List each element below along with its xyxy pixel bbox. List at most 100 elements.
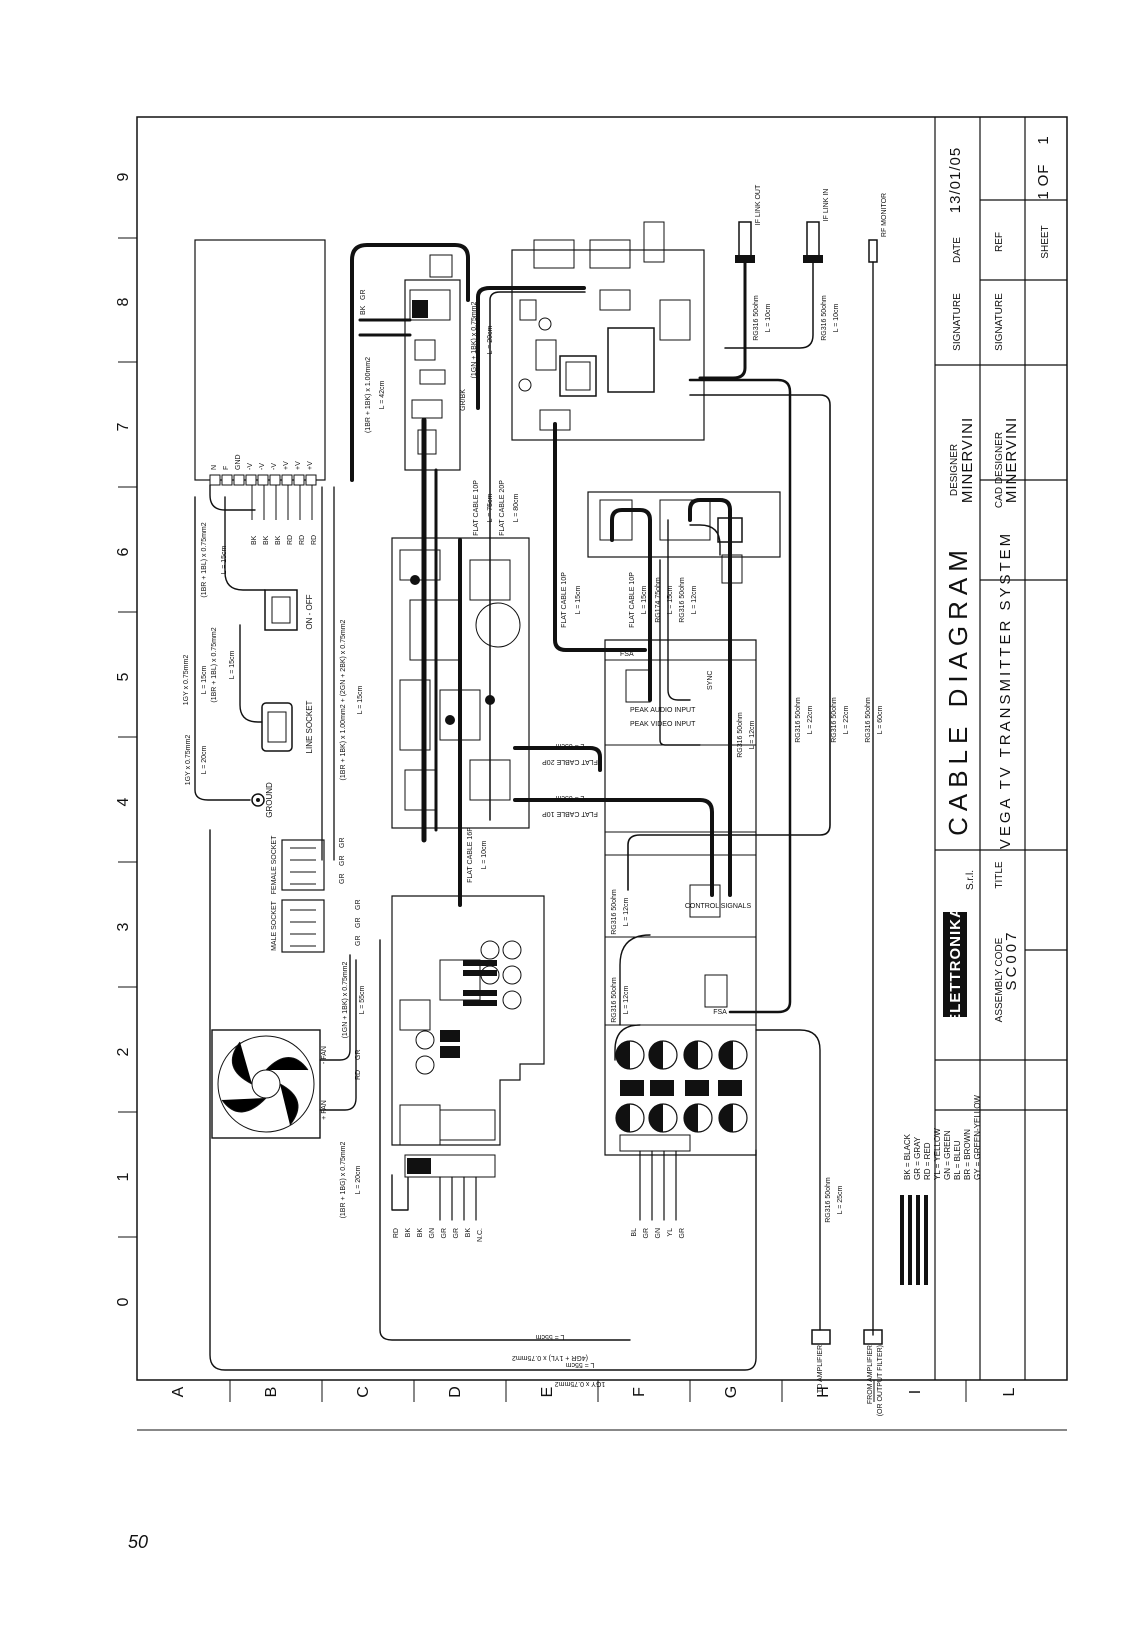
- lower-board-pin-2: BK: [405, 1228, 412, 1238]
- legend-gr: GR = GRAY: [913, 1136, 922, 1180]
- psu-wire-5: RD: [299, 535, 306, 545]
- cable-rack-to-exciter-1: [688, 378, 792, 1014]
- lower-board-len: L = 20cm: [355, 1165, 362, 1194]
- coax-4-type: RG316 50ohm: [679, 577, 686, 623]
- fan-color-1: RD: [355, 1070, 362, 1080]
- coax-3-len: L = 15cm: [667, 585, 674, 614]
- flat-cable-4-type: FLAT CABLE 10P: [629, 572, 636, 628]
- lower-board-spec: (1BR + 1BG) x 0.75mm2: [340, 1141, 347, 1218]
- color-legend: BK = BLACK GR = GRAY RD = RED YL = YELLO…: [900, 1095, 982, 1285]
- from-amplifier-connector: FROM AMPLIFIER (OR OUTPUT FILTER): [863, 1329, 884, 1416]
- cable-peak-video: [659, 559, 701, 746]
- male-socket-pin-2: GR: [355, 918, 362, 929]
- amp-connector-pin-1: GR: [441, 1228, 448, 1239]
- date-label: DATE: [952, 237, 963, 263]
- signature-label-1: SIGNATURE: [952, 293, 963, 351]
- grid-row-B: B: [263, 1387, 280, 1398]
- cable-power-board-bottom: [439, 1176, 477, 1221]
- female-socket-label: FEMALE SOCKET: [271, 835, 278, 894]
- psu-wire-2: BK: [263, 535, 270, 545]
- company-suffix: S.r.l.: [965, 870, 976, 890]
- coax-4-len: L = 12cm: [691, 585, 698, 614]
- flat-cable-6-len: L = 65cm: [555, 794, 584, 801]
- legend-gy: GY = GREEN-YELLOW: [973, 1095, 982, 1180]
- legend-br: BR = BROWN: [963, 1129, 972, 1180]
- control-signals-label: CONTROL SIGNALS: [685, 903, 752, 910]
- legend-bl: BL = BLEU: [953, 1140, 962, 1180]
- male-socket-pin-3: GR: [355, 936, 362, 947]
- lower-board-pin-1: RD: [393, 1228, 400, 1238]
- flat-cable-5-len: L = 65cm: [555, 742, 584, 749]
- psu-terminal-v2: -V: [259, 463, 266, 470]
- cooling-fan: - FAN + FAN RD GR (1GN + 1BK) x 0.75mm2 …: [211, 961, 366, 1139]
- grid-row-F: F: [631, 1387, 648, 1397]
- top-board-extra: GR/BK: [460, 389, 467, 411]
- sheet-value: 1: [1035, 190, 1052, 199]
- cable-flat-cable-to-fsa: [553, 422, 647, 652]
- flat-cable-7-len: L = 10cm: [481, 840, 488, 869]
- grid-row-ticks: [229, 1380, 967, 1402]
- cable-harness: [194, 243, 874, 1371]
- amp-connector-pin-6: GR: [643, 1228, 650, 1239]
- company-logo: ELETTRONIKA S.r.l.: [943, 870, 976, 1024]
- bottom-cable-len-1: L = 55cm: [535, 1333, 564, 1340]
- bottom-cable-spec-1: (4GR + 1YL) x 0.75mm2: [512, 1354, 588, 1361]
- drawing-frame: [136, 116, 1068, 1431]
- cable-fan-feed: [319, 954, 351, 1061]
- grid-row-C: C: [355, 1386, 372, 1398]
- psu-terminal-v5: +V: [295, 461, 302, 470]
- psu-terminal-v3: -V: [271, 463, 278, 470]
- coax-7-type: RG316 50ohm: [831, 697, 838, 743]
- psu-wire-3: BK: [275, 535, 282, 545]
- sheet-of: OF: [1035, 164, 1052, 187]
- top-board-len: L = 20cm: [487, 325, 494, 354]
- psu-feed-spec: (1BR + 1BK) x 1.00mm2: [365, 357, 372, 433]
- grid-col-2: 2: [115, 1047, 132, 1056]
- coax-6-type: RG316 50ohm: [795, 697, 802, 743]
- diagram-subtitle: VEGA TV TRANSMITTER SYSTEM: [997, 531, 1014, 849]
- cable-peak-audio: [610, 508, 652, 702]
- designer-label: DESIGNER: [949, 444, 960, 496]
- psu-terminal-n: N: [211, 465, 218, 470]
- main-power-board: [391, 537, 530, 829]
- coax-5-len: L = 12cm: [749, 720, 756, 749]
- legend-bk: BK = BLACK: [903, 1133, 912, 1180]
- power-board-spec: (1BR + 1BK) x 1.00mm2 + (2GN + 2BK) x 0.…: [340, 619, 347, 780]
- on-off-switch: ON - OFF: [264, 589, 314, 631]
- grid-column-ticks: [118, 237, 137, 1238]
- bottom-cable-len-2: L = 55cm: [565, 1361, 594, 1368]
- lower-board-pin-3: BK: [417, 1228, 424, 1238]
- coax-3-type: RG174 75ohm: [655, 577, 662, 623]
- grid-col-4: 4: [115, 797, 132, 806]
- amp-connector-pin-2: GR: [453, 1228, 460, 1239]
- cable-rg174: [689, 524, 721, 556]
- ref-label: REF: [994, 232, 1005, 252]
- flat-cable-3-type: FLAT CABLE 10P: [561, 572, 568, 628]
- top-board-color-2: GR: [360, 290, 367, 301]
- grid-col-7: 7: [115, 422, 132, 431]
- rf-monitor-label: RF MONITOR: [881, 193, 888, 237]
- psu-terminal-v1: -V: [247, 463, 254, 470]
- grid-row-D: D: [447, 1386, 464, 1398]
- grid-column-labels: 9 8 7 6 5 4 3 2 1 0: [115, 172, 132, 1306]
- exciter-board: [511, 221, 705, 441]
- coax-2-type: RG316 50ohm: [821, 295, 828, 341]
- grid-col-9: 9: [115, 172, 132, 181]
- cad-designer-label: CAD DESIGNER: [994, 432, 1005, 508]
- psu-terminal-f: F: [223, 466, 230, 470]
- grid-col-8: 8: [115, 297, 132, 306]
- coax-8-type: RG316 50ohm: [865, 697, 872, 743]
- power-board-len: L = 15cm: [357, 685, 364, 714]
- date-value: 13/01/05: [947, 147, 964, 213]
- cable-rg316-bottom-2: [614, 1024, 641, 1061]
- cable-flat-top-exciter: [476, 286, 586, 410]
- if-link-in-label: IF LINK IN: [823, 189, 830, 222]
- peak-audio-label: PEAK AUDIO INPUT: [630, 707, 696, 714]
- coax-1-type: RG316 50ohm: [753, 295, 760, 341]
- line-socket-spec-2: 1GY x 0.75mm2: [183, 655, 190, 706]
- bottom-cable-spec-2: 1GY x 0.75mm2: [555, 1380, 606, 1387]
- psu-wire-6: RD: [311, 535, 318, 545]
- cable-amp-out: [755, 1029, 821, 1331]
- coax-2-len: L = 10cm: [833, 303, 840, 332]
- cable-fan-feed-2: [319, 959, 357, 1111]
